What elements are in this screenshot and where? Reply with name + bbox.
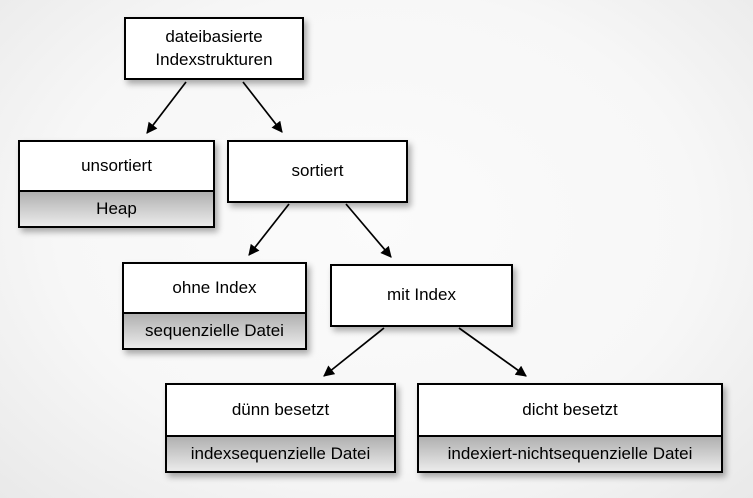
node-ohne-index-label: ohne Index	[124, 264, 305, 312]
node-sortiert-label: sortiert	[229, 142, 406, 201]
node-unsortiert-sublabel: Heap	[20, 190, 213, 226]
node-root-label: dateibasierte Indexstrukturen	[126, 19, 302, 78]
node-duenn-besetzt-sublabel: indexsequenzielle Datei	[167, 435, 394, 471]
node-sortiert: sortiert	[227, 140, 408, 203]
edge-mit-index-duenn-besetzt	[323, 327, 385, 377]
node-ohne-index: ohne Index sequenzielle Datei	[122, 262, 307, 350]
edge-root-unsortiert	[146, 81, 187, 134]
edge-sortiert-mit-index	[345, 203, 392, 258]
node-dicht-besetzt-sublabel: indexiert-nichtsequenzielle Datei	[419, 435, 721, 471]
node-unsortiert-label: unsortiert	[20, 142, 213, 190]
node-root: dateibasierte Indexstrukturen	[124, 17, 304, 80]
node-unsortiert: unsortiert Heap	[18, 140, 215, 228]
node-ohne-index-sublabel: sequenzielle Datei	[124, 312, 305, 348]
node-mit-index-label: mit Index	[332, 266, 511, 325]
node-mit-index: mit Index	[330, 264, 513, 327]
edge-mit-index-dicht-besetzt	[458, 327, 527, 377]
edge-root-sortiert	[242, 81, 283, 133]
node-dicht-besetzt-label: dicht besetzt	[419, 385, 721, 435]
node-dicht-besetzt: dicht besetzt indexiert-nichtsequenziell…	[417, 383, 723, 473]
node-duenn-besetzt-label: dünn besetzt	[167, 385, 394, 435]
edge-sortiert-ohne-index	[248, 203, 290, 256]
node-duenn-besetzt: dünn besetzt indexsequenzielle Datei	[165, 383, 396, 473]
